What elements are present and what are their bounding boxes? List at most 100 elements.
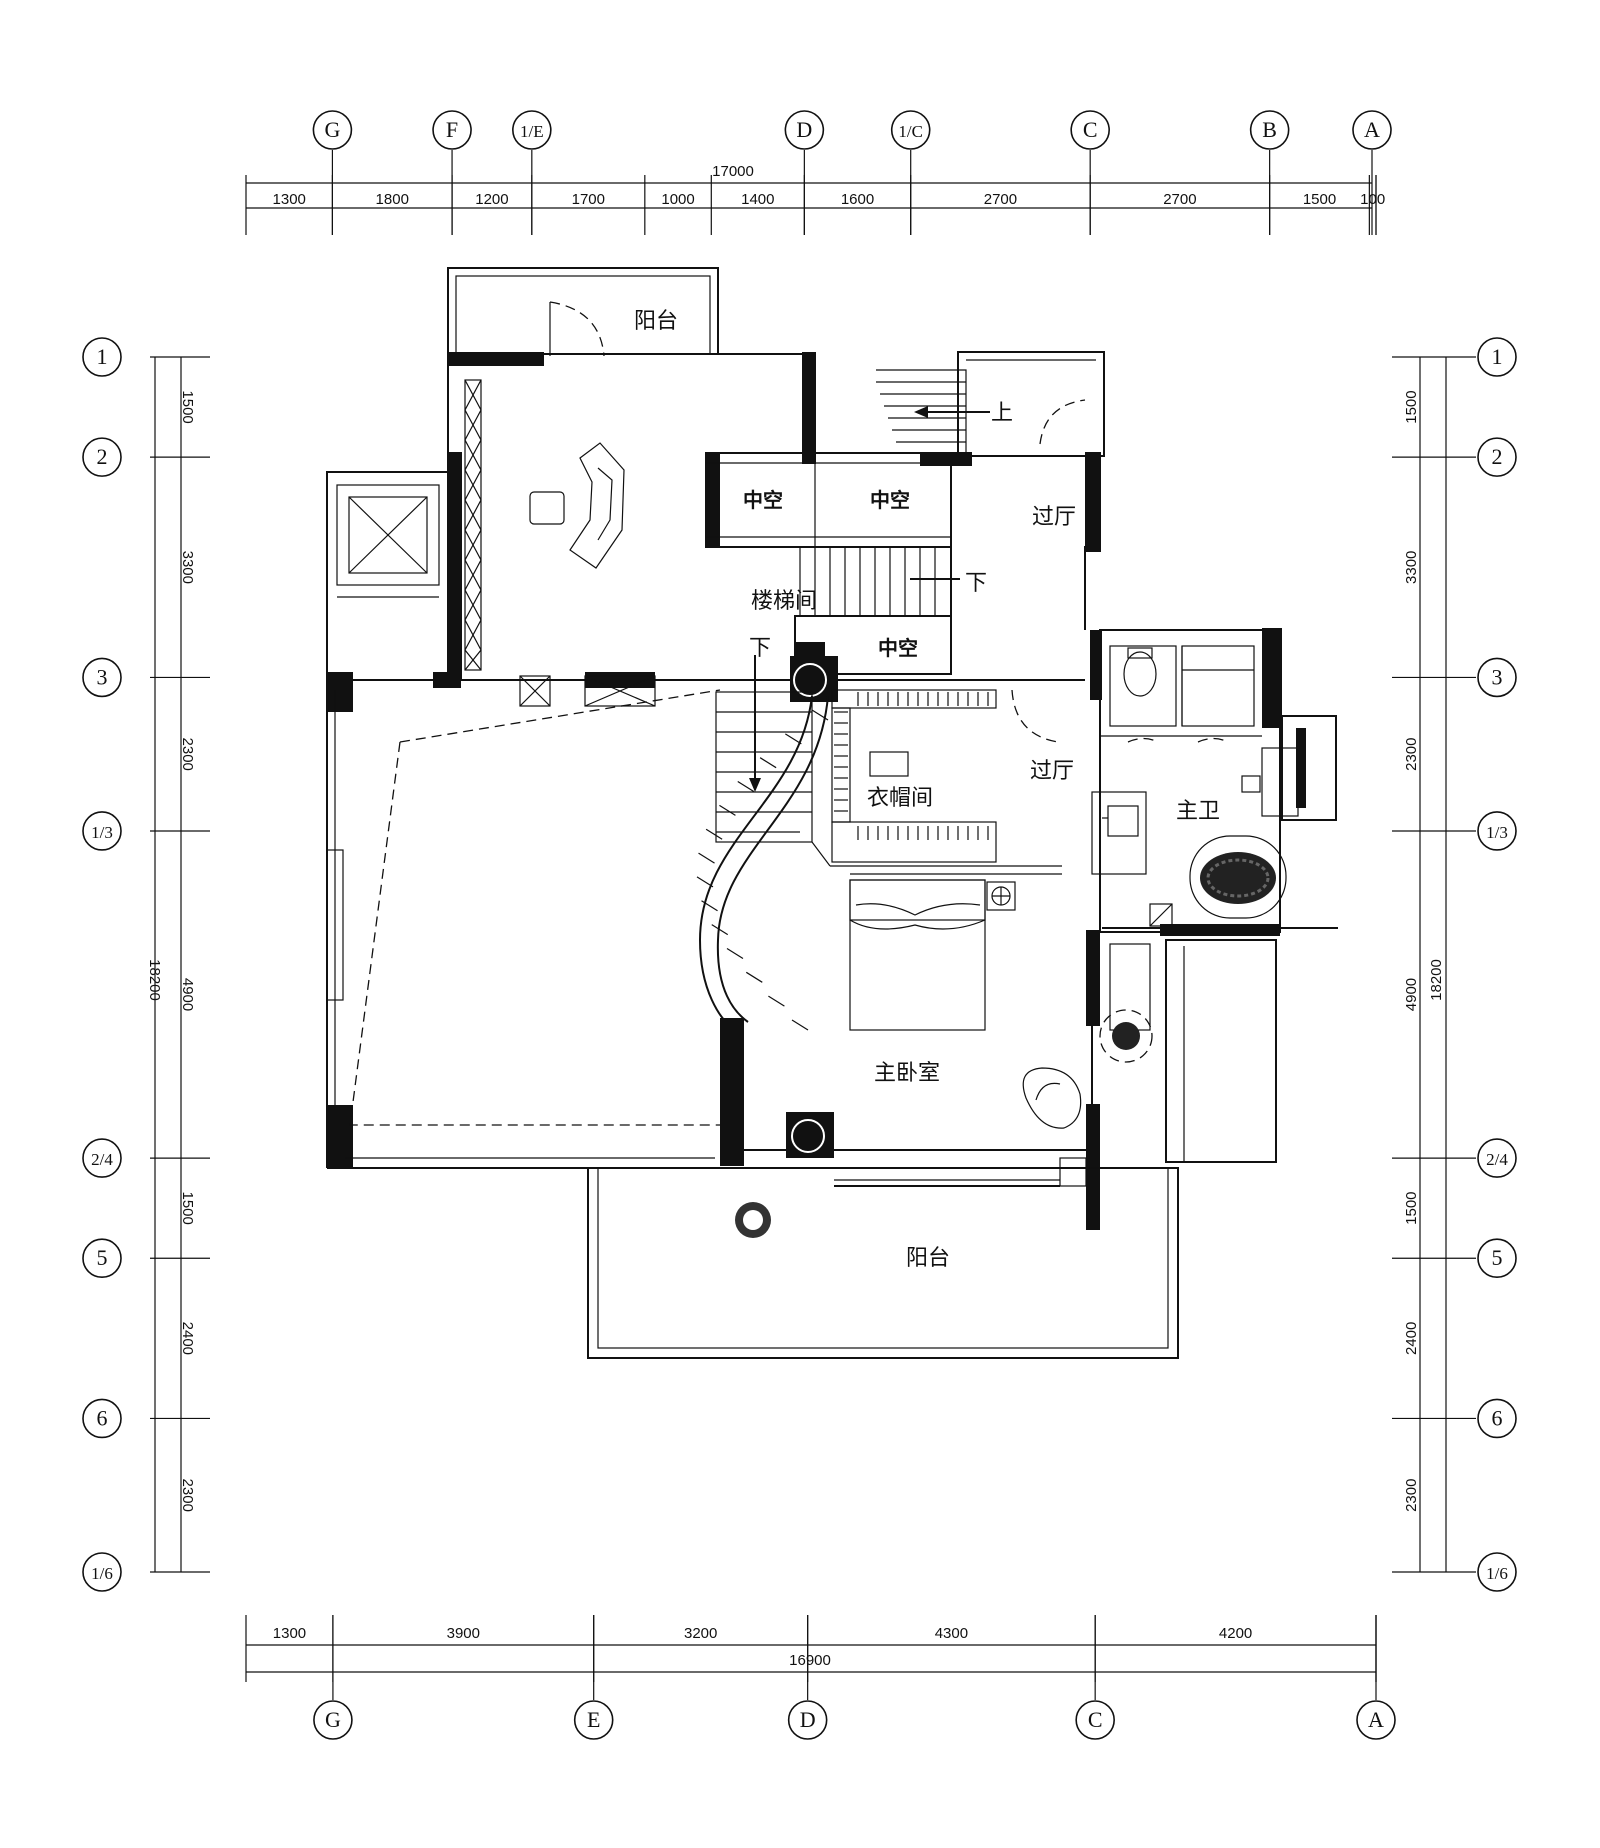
axis-bubble-top: A bbox=[1352, 110, 1392, 150]
svg-text:2/4: 2/4 bbox=[91, 1150, 113, 1169]
dim-label: 1500 bbox=[1303, 191, 1336, 208]
dim-label: 2300 bbox=[179, 738, 196, 771]
svg-text:3: 3 bbox=[97, 664, 108, 689]
axis-bubble-top: B bbox=[1249, 110, 1290, 150]
dim-label: 1500 bbox=[179, 1191, 196, 1224]
dim-label: 2300 bbox=[1403, 738, 1420, 771]
top-total-dim: 17000 bbox=[712, 163, 754, 180]
svg-text:1/6: 1/6 bbox=[1486, 1564, 1508, 1583]
dim-label: 1400 bbox=[741, 191, 774, 208]
right-dimension-chain: 18200 1500 3300 2300 4900 1500 2400 2300 1 2 3 1/… bbox=[1392, 337, 1517, 1592]
dim-label: 2700 bbox=[1163, 191, 1196, 208]
bottom-total-dim: 16900 bbox=[789, 1652, 831, 1669]
axis-bubble-bottom: A bbox=[1356, 1700, 1396, 1740]
svg-text:1: 1 bbox=[97, 344, 108, 369]
axis-bubble-left: 1/3 bbox=[82, 811, 122, 851]
dim-label: 1300 bbox=[273, 1625, 306, 1642]
dim-label: 2300 bbox=[1403, 1479, 1420, 1512]
svg-text:5: 5 bbox=[1492, 1245, 1503, 1270]
svg-text:1/6: 1/6 bbox=[91, 1564, 113, 1583]
svg-text:C: C bbox=[1083, 117, 1098, 142]
svg-text:1/C: 1/C bbox=[898, 122, 923, 141]
svg-text:G: G bbox=[325, 1707, 341, 1732]
room-label-master-bedroom: 主卧室 bbox=[874, 1061, 940, 1086]
dim-label: 4900 bbox=[1403, 978, 1420, 1011]
axis-bubble-right: 2/4 bbox=[1477, 1138, 1517, 1178]
dim-label: 3200 bbox=[684, 1625, 717, 1642]
dim-label: 3900 bbox=[447, 1625, 480, 1642]
axis-bubble-right: 3 bbox=[1477, 657, 1517, 698]
svg-text:1/3: 1/3 bbox=[1486, 823, 1508, 842]
axis-bubble-bottom: D bbox=[787, 1700, 828, 1740]
dim-label: 1300 bbox=[273, 191, 306, 208]
axis-bubble-left: 6 bbox=[82, 1398, 122, 1439]
dim-label: 3300 bbox=[179, 551, 196, 584]
dim-label: 4900 bbox=[179, 978, 196, 1011]
svg-text:1/3: 1/3 bbox=[91, 823, 113, 842]
room-labels: 阳台 中空 中空 中空 过厅 楼梯间 过厅 衣帽间 主卫 主卧室 阳台 上 下 … bbox=[634, 309, 1220, 1271]
axis-bubble-bottom: G bbox=[313, 1700, 353, 1740]
dim-label: 4300 bbox=[935, 1625, 968, 1642]
axis-bubble-right: 6 bbox=[1477, 1398, 1517, 1439]
dim-label: 1800 bbox=[376, 191, 409, 208]
dim-label: 3300 bbox=[1403, 551, 1420, 584]
room-label-stairwell: 楼梯间 bbox=[751, 589, 817, 614]
axis-bubble-right: 1/6 bbox=[1477, 1552, 1517, 1592]
axis-bubble-right: 1 bbox=[1477, 337, 1517, 377]
dim-label: 2700 bbox=[984, 191, 1017, 208]
axis-bubble-right: 1/3 bbox=[1477, 811, 1517, 851]
axis-bubble-top: D bbox=[784, 110, 825, 150]
dim-label: 2300 bbox=[179, 1479, 196, 1512]
dim-label: 1500 bbox=[179, 390, 196, 423]
dim-label: 2400 bbox=[179, 1322, 196, 1355]
building-walls bbox=[326, 267, 1338, 1359]
svg-text:D: D bbox=[800, 1707, 816, 1732]
axis-bubble-top: C bbox=[1070, 110, 1110, 150]
dim-label: 1500 bbox=[1403, 390, 1420, 423]
svg-text:F: F bbox=[446, 117, 458, 142]
svg-text:A: A bbox=[1368, 1707, 1384, 1732]
axis-bubble-bottom: E bbox=[573, 1700, 614, 1740]
dim-label: 1500 bbox=[1403, 1191, 1420, 1224]
room-label-cloakroom: 衣帽间 bbox=[867, 786, 933, 811]
axis-bubble-left: 5 bbox=[82, 1238, 122, 1279]
right-total-dim: 18200 bbox=[1428, 959, 1445, 1001]
room-label-void-1: 中空 bbox=[743, 488, 783, 512]
room-label-hall-1: 过厅 bbox=[1032, 505, 1076, 530]
svg-text:2/4: 2/4 bbox=[1486, 1150, 1508, 1169]
axis-bubble-left: 2/4 bbox=[82, 1138, 122, 1178]
room-label-master-bath: 主卫 bbox=[1176, 799, 1220, 824]
axis-bubble-right: 5 bbox=[1477, 1238, 1517, 1279]
left-total-dim: 18200 bbox=[146, 959, 163, 1001]
axis-bubble-left: 2 bbox=[82, 437, 122, 477]
svg-text:1/E: 1/E bbox=[520, 122, 544, 141]
axis-bubble-top: F bbox=[432, 110, 472, 150]
dim-label: 100 bbox=[1360, 191, 1385, 208]
left-dimension-chain: 18200 1500 3300 2300 4900 1500 2400 2300 1 2 3 1/… bbox=[82, 337, 210, 1592]
svg-text:3: 3 bbox=[1492, 664, 1503, 689]
axis-bubble-bottom: C bbox=[1075, 1700, 1115, 1740]
room-label-balcony-bottom: 阳台 bbox=[906, 1246, 950, 1271]
dim-label: 2400 bbox=[1403, 1322, 1420, 1355]
axis-bubble-top: G bbox=[312, 110, 353, 150]
axis-bubble-left: 1/6 bbox=[82, 1552, 122, 1592]
dim-label: 1700 bbox=[572, 191, 605, 208]
room-label-void-2: 中空 bbox=[870, 488, 910, 512]
svg-text:E: E bbox=[587, 1707, 600, 1732]
svg-text:A: A bbox=[1364, 117, 1380, 142]
svg-text:D: D bbox=[796, 117, 812, 142]
room-label-void-3: 中空 bbox=[878, 636, 918, 660]
axis-bubble-left: 1 bbox=[82, 337, 122, 377]
dim-label: 4200 bbox=[1219, 1625, 1252, 1642]
axis-bubble-top: 1/C bbox=[890, 110, 931, 150]
svg-text:6: 6 bbox=[97, 1405, 108, 1430]
svg-text:G: G bbox=[324, 117, 340, 142]
stair-down-label-1: 下 bbox=[965, 571, 987, 596]
svg-text:1: 1 bbox=[1492, 344, 1503, 369]
stair-down-label-2: 下 bbox=[749, 636, 771, 661]
svg-text:2: 2 bbox=[1492, 444, 1503, 469]
svg-text:2: 2 bbox=[97, 444, 108, 469]
dim-label: 1200 bbox=[475, 191, 508, 208]
